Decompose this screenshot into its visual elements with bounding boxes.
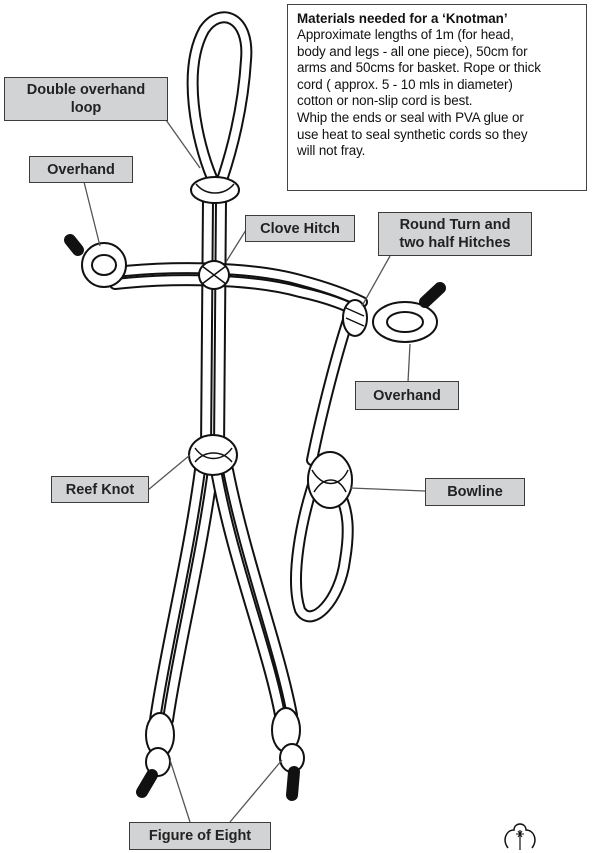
materials-title: Materials needed for a ‘Knotman’ [297, 11, 578, 27]
materials-line: Whip the ends or seal with PVA glue or [297, 110, 578, 127]
label-clove-hitch: Clove Hitch [245, 215, 355, 242]
round-turn-knot [343, 300, 367, 336]
label-figure-of-eight: Figure of Eight [129, 822, 271, 850]
materials-line: body and legs - all one piece), 50cm for [297, 44, 578, 61]
label-overhand-right: Overhand [355, 381, 459, 410]
label-line: two half Hitches [399, 234, 510, 252]
materials-box: Materials needed for a ‘Knotman’ Approxi… [287, 4, 587, 191]
bowline-knot [308, 452, 352, 508]
reef-knot [189, 435, 237, 475]
arms-rope [115, 268, 362, 312]
double-overhand-knot [191, 177, 239, 203]
label-double-overhand-loop: Double overhand loop [4, 77, 168, 121]
label-line: loop [27, 99, 145, 117]
label-line: Double overhand [27, 81, 145, 99]
materials-line: cotton or non-slip cord is best. [297, 93, 578, 110]
materials-line: Approximate lengths of 1m (for head, [297, 27, 578, 44]
label-line: Round Turn and [399, 216, 510, 234]
label-round-turn: Round Turn and two half Hitches [378, 212, 532, 256]
label-overhand-left: Overhand [29, 156, 133, 183]
materials-line: use heat to seal synthetic cords so they [297, 127, 578, 144]
label-bowline: Bowline [425, 478, 525, 506]
trefoil-logo [505, 824, 535, 850]
overhand-knot-right [373, 288, 440, 342]
clove-hitch-knot [199, 261, 229, 289]
overhand-knot-left [70, 240, 126, 287]
figure-eight-knot-left [142, 713, 174, 792]
label-reef-knot: Reef Knot [51, 476, 149, 503]
materials-line: arms and 50cms for basket. Rope or thick [297, 60, 578, 77]
materials-line: will not fray. [297, 143, 578, 160]
figure-eight-knot-right [272, 708, 304, 795]
materials-line: cord ( approx. 5 - 10 mls in diameter) [297, 77, 578, 94]
head-loop [193, 17, 247, 180]
